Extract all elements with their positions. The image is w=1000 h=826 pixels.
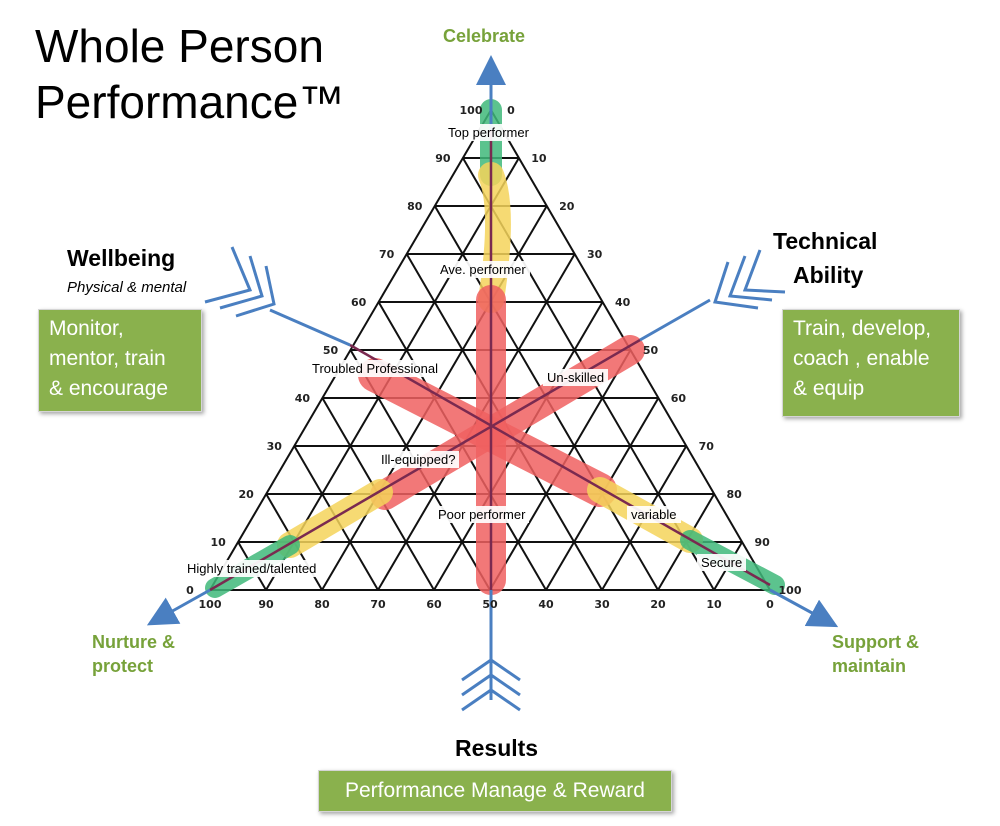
technical-title: Technical Ability — [773, 228, 878, 288]
tick-right: 20 — [559, 200, 575, 213]
arrow-support — [769, 588, 839, 628]
zone-label-troubled: Troubled Professional — [308, 360, 442, 377]
zone-label-ill-equipped: Ill-equipped? — [377, 451, 460, 468]
zone-label-poor: Poor performer — [434, 506, 530, 523]
tick-left: 20 — [239, 488, 255, 501]
tick-bottom: 40 — [538, 598, 554, 611]
title-line-1: Whole Person — [35, 20, 324, 72]
arrow-wellbeing — [269, 308, 351, 347]
tick-left: 60 — [351, 296, 367, 309]
zone-label-highly: Highly trained/talented — [183, 560, 321, 577]
results-title: Results — [455, 735, 539, 761]
tick-bottom: 60 — [426, 598, 442, 611]
tick-bottom: 50 — [482, 598, 498, 611]
grid-line — [209, 109, 492, 591]
tick-left: 0 — [186, 584, 194, 597]
tick-left: 30 — [267, 440, 283, 453]
tick-bottom: 70 — [370, 598, 386, 611]
zone-top-yellow — [478, 162, 511, 313]
chevrons — [204, 246, 786, 712]
tick-right: 70 — [699, 440, 715, 453]
tick-bottom: 90 — [258, 598, 274, 611]
label-support: Support &maintain — [832, 632, 919, 676]
tick-left: 80 — [407, 200, 423, 213]
zone-label-secure: Secure — [697, 554, 747, 571]
tick-right: 0 — [507, 104, 515, 117]
tick-right: 50 — [643, 344, 659, 357]
tick-bottom: 30 — [594, 598, 610, 611]
tick-right: 40 — [615, 296, 631, 309]
page-title: Whole Person Performance™ — [35, 18, 344, 130]
tick-right: 60 — [671, 392, 687, 405]
arrow-nurture — [146, 588, 211, 626]
tick-right: 10 — [531, 152, 547, 165]
tick-left: 10 — [210, 536, 226, 549]
tick-left: 90 — [435, 152, 451, 165]
tick-bottom: 20 — [650, 598, 666, 611]
tick-left: 100 — [460, 104, 483, 117]
tick-left: 40 — [295, 392, 311, 405]
tick-left: 70 — [379, 248, 395, 261]
wellbeing-subtitle: Physical & mental — [67, 279, 187, 296]
tick-right: 100 — [779, 584, 802, 597]
zone-label-ave-performer: Ave. performer — [436, 261, 530, 278]
label-celebrate: Celebrate — [443, 26, 526, 46]
tick-left: 50 — [323, 344, 339, 357]
results-box: Performance Manage & Reward — [318, 770, 672, 812]
tick-bottom: 100 — [199, 598, 222, 611]
tick-right: 80 — [727, 488, 743, 501]
wellbeing-title: Wellbeing — [67, 245, 176, 271]
tick-right: 30 — [587, 248, 603, 261]
tick-bottom: 10 — [706, 598, 722, 611]
arrow-technical — [639, 298, 711, 342]
tick-bottom: 80 — [314, 598, 330, 611]
tick-right: 90 — [754, 536, 770, 549]
label-nurture: Nurture &protect — [92, 632, 176, 676]
zone-label-variable: variable — [627, 506, 681, 523]
title-line-2: Performance™ — [35, 76, 345, 128]
tick-bottom: 0 — [766, 598, 774, 611]
wellbeing-box: Monitor, mentor, train & encourage — [38, 309, 202, 412]
technical-box: Train, develop, coach , enable & equip — [782, 309, 960, 417]
axis-arrows — [146, 55, 839, 700]
zone-label-top-performer: Top performer — [444, 124, 533, 141]
zone-label-unskilled: Un-skilled — [543, 369, 609, 386]
